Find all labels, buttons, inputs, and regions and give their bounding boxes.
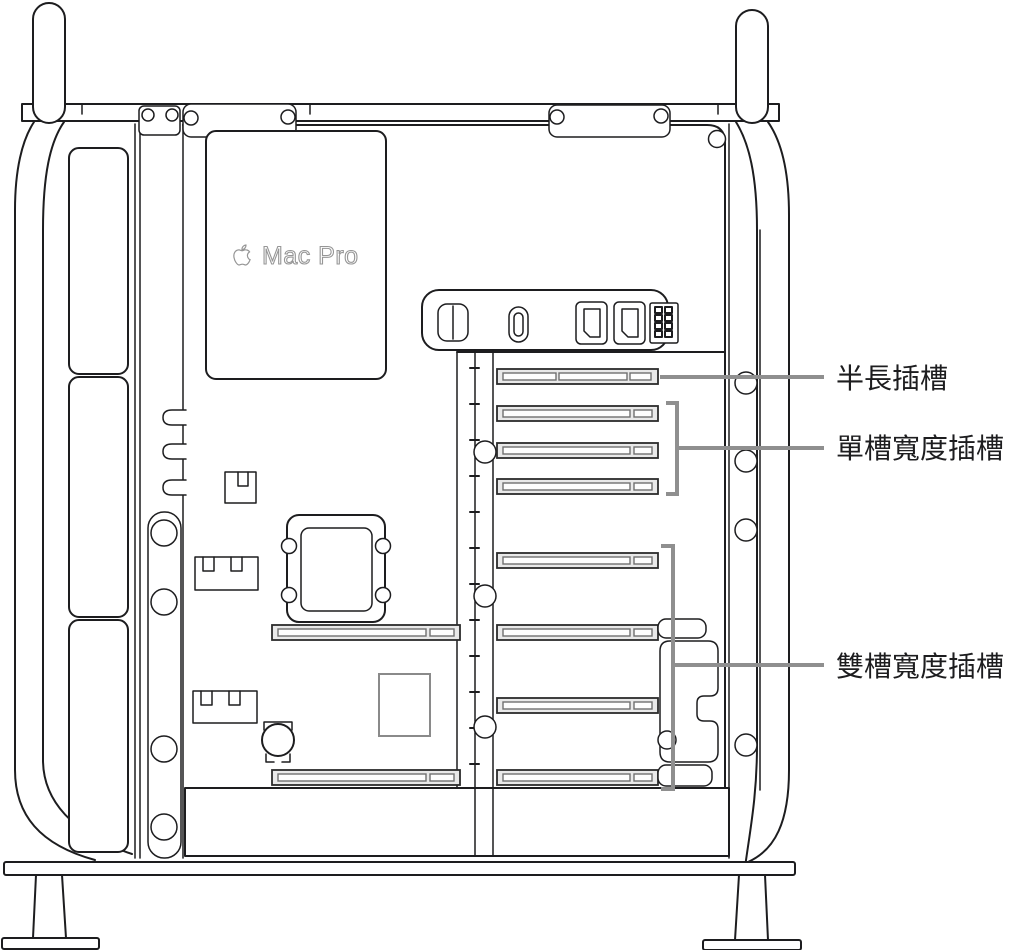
pcie-slot-double-wide: [496, 624, 659, 641]
connector-single: [224, 471, 257, 504]
io-port-panel: [421, 289, 679, 351]
pcie-slot-double-wide: [496, 552, 659, 569]
base-bar: [3, 861, 796, 876]
bracket-double-wide: [661, 544, 675, 791]
left-foot: [1, 937, 100, 950]
board-slot: [271, 624, 461, 641]
left-side-panels: [68, 123, 187, 859]
label-double-wide-slots: 雙槽寬度插槽: [836, 651, 1004, 682]
pcie-slot-single-wide: [496, 442, 659, 459]
top-mounting-plates: [138, 103, 671, 138]
cpu-socket: [280, 514, 392, 623]
pcie-slot-single-wide: [496, 405, 659, 422]
board-components: [192, 471, 431, 763]
screw-rail: [147, 511, 182, 859]
right-handle: [735, 9, 769, 124]
rail-notch: [162, 443, 187, 460]
connector-dual: [192, 690, 258, 724]
base-and-feet: [1, 861, 802, 950]
right-rail-screws: [734, 371, 758, 757]
board-slot: [271, 769, 461, 786]
pcie-slot-double-wide: [496, 697, 659, 714]
screw-icon: [183, 110, 199, 126]
left-foot-post: [32, 874, 67, 939]
pcie-slot-single-wide: [496, 478, 659, 495]
label-half-length-slot: 半長插槽: [836, 363, 948, 394]
slot-latch-assembly: [657, 618, 719, 787]
logo-text: Mac Pro: [262, 242, 359, 270]
callout-lines: [660, 375, 824, 791]
pcie-slot-double-wide: [496, 769, 659, 786]
screw-icon: [165, 108, 179, 122]
connector-dual: [194, 556, 259, 591]
label-single-wide-slots: 單槽寬度插槽: [836, 433, 1004, 464]
bracket-single-wide: [666, 401, 679, 496]
right-frame-outer: [747, 121, 790, 863]
screw-icon: [473, 584, 497, 608]
logo-panel: Mac Pro: [205, 130, 387, 380]
apple-logo-icon: [233, 244, 251, 266]
left-handle: [32, 2, 66, 124]
screw-icon: [473, 440, 497, 464]
screw-icon: [549, 109, 565, 125]
bottom-tray: [184, 787, 730, 857]
screw-icon: [280, 109, 296, 125]
right-frame-inner: [735, 121, 758, 876]
callout-labels: 半長插槽 單槽寬度插槽 雙槽寬度插槽: [836, 363, 1004, 682]
rail-notch: [162, 479, 187, 496]
right-foot: [702, 939, 802, 950]
battery: [261, 721, 295, 763]
screw-icon: [653, 108, 669, 124]
screw-icon: [150, 588, 178, 616]
right-foot-post: [734, 874, 769, 941]
chip: [378, 673, 431, 737]
pcie-bay: [456, 349, 726, 857]
screw-icon: [150, 735, 178, 763]
screw-icon: [141, 108, 155, 122]
left-frame-outer: [14, 121, 96, 861]
logic-board-panel: [182, 124, 730, 857]
screw-icon: [473, 715, 497, 739]
screw-icon: [707, 129, 727, 149]
rail-notch: [162, 409, 187, 426]
pcie-slot-half-length: [496, 368, 659, 385]
screw-icon: [150, 813, 178, 841]
screw-icon: [150, 519, 178, 547]
